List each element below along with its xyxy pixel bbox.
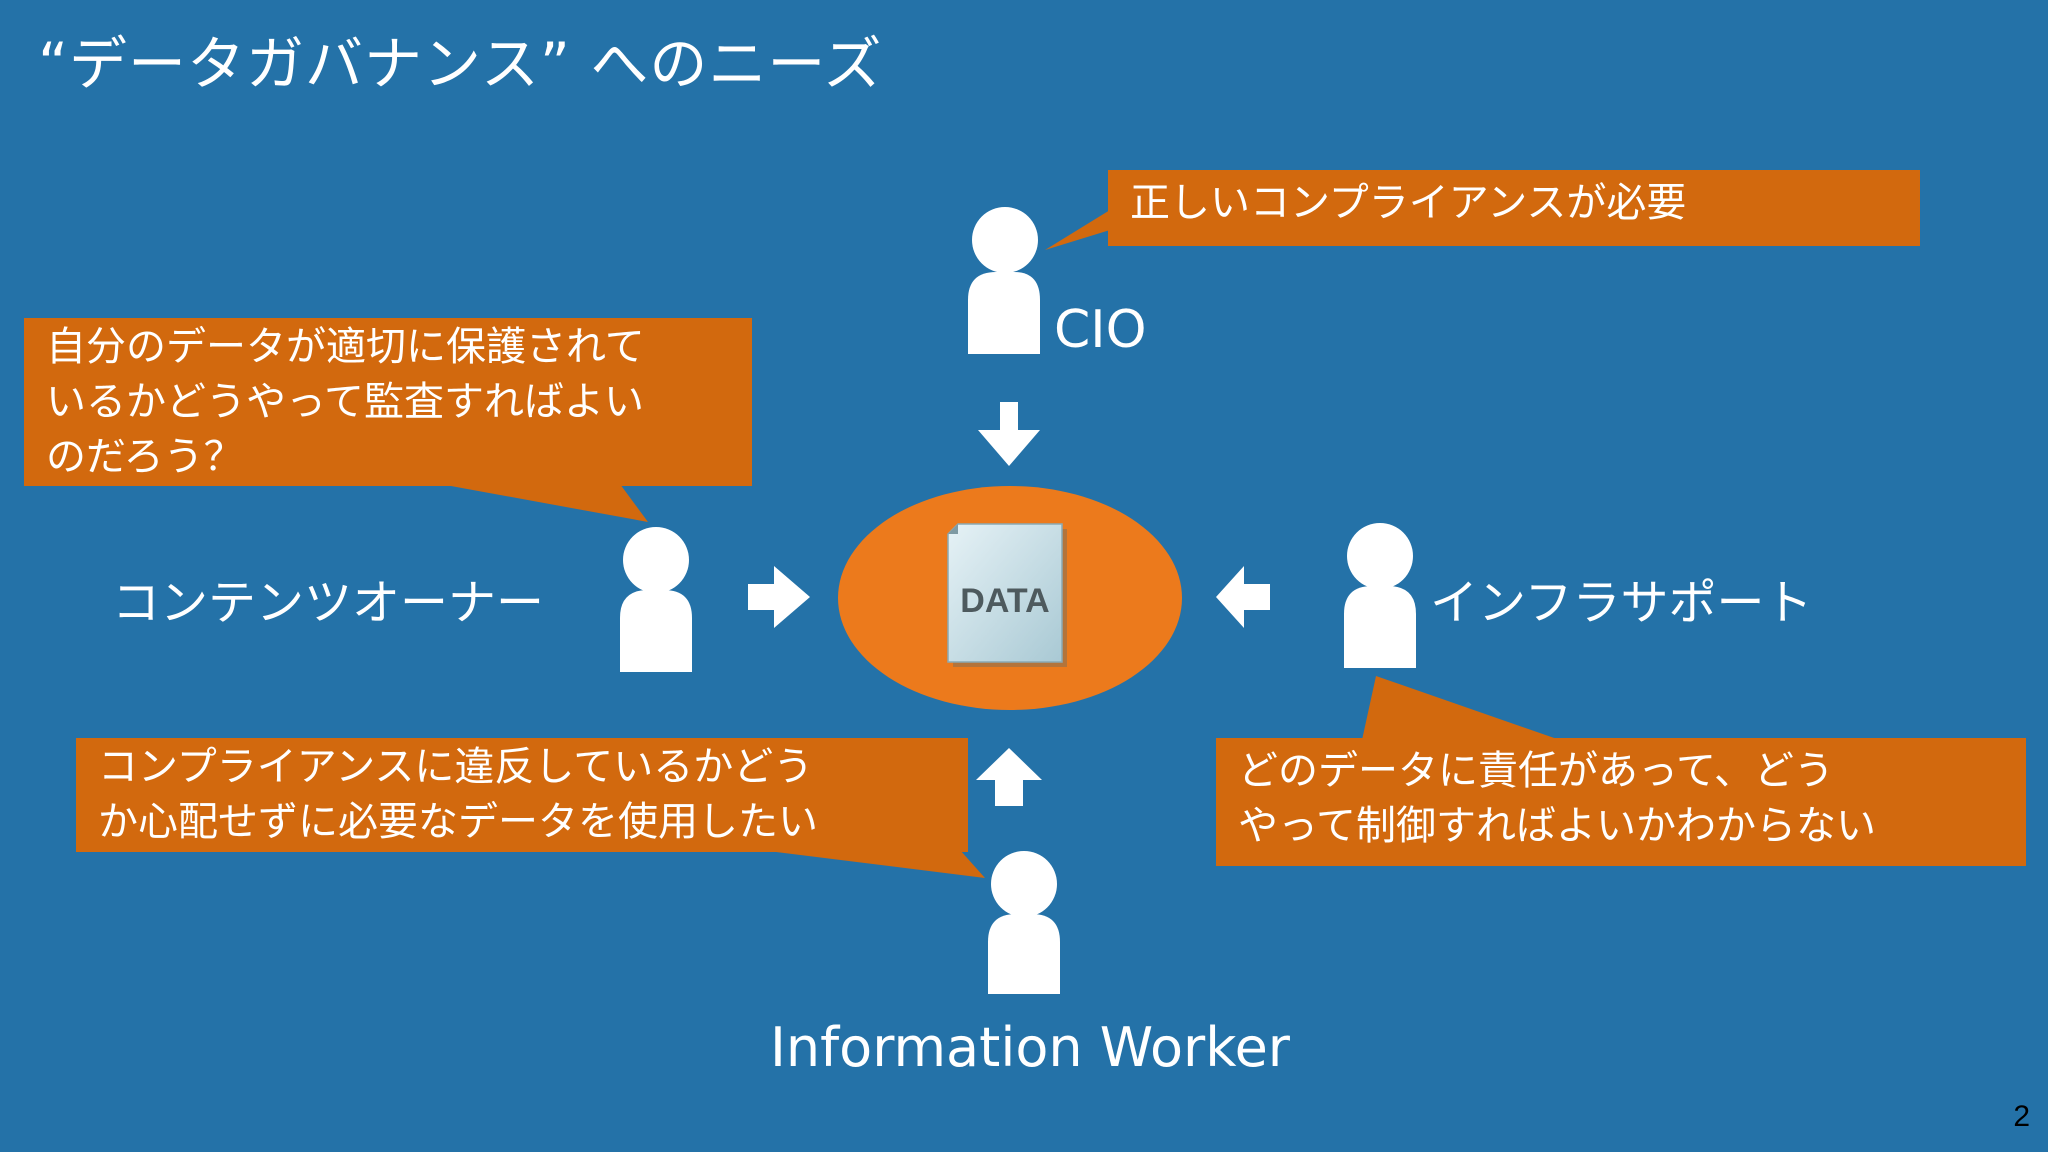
information-worker-callout-text: コンプライアンスに違反しているかどう か心配せずに必要なデータを使用したい: [98, 744, 818, 845]
document-icon: DATA: [947, 523, 1067, 667]
arrow-icon-from-information-worker: [976, 748, 1042, 806]
slide-title: “データガバナンス” へのニーズ: [38, 30, 883, 98]
arrow-icon-from-infra-support: [1216, 566, 1270, 628]
page-number: 2: [2013, 1100, 2030, 1133]
cio-callout-text: 正しいコンプライアンスが必要: [1130, 180, 1687, 226]
content-owner-callout-tail: [440, 484, 648, 522]
information-worker-callout: コンプライアンスに違反しているかどう か心配せずに必要なデータを使用したい: [76, 738, 968, 852]
infra-support-label: インフラサポート: [1430, 575, 1813, 631]
arrow-icon-from-cio: [978, 402, 1040, 466]
infra-support-callout: どのデータに責任があって、どう やって制御すればよいかわからない: [1216, 738, 2026, 866]
content-owner-callout-text: 自分のデータが適切に保護されて いるかどうやって監査すればよい のだろう？: [46, 324, 645, 480]
content-owner-label: コンテンツオーナー: [112, 575, 545, 631]
person-icon-information-worker: [988, 851, 1060, 994]
person-icon-infra-support: [1344, 523, 1416, 668]
person-icon-cio: [968, 207, 1040, 354]
information-worker-label: Information Worker: [770, 1016, 1290, 1079]
information-worker-callout-tail: [760, 850, 985, 878]
arrow-icon-from-content-owner: [748, 566, 810, 628]
infra-support-callout-text: どのデータに責任があって、どう やって制御すればよいかわからない: [1238, 748, 1876, 849]
cio-callout: 正しいコンプライアンスが必要: [1108, 170, 1920, 246]
cio-callout-tail: [1045, 210, 1110, 250]
person-icon-content-owner: [620, 527, 692, 672]
content-owner-callout: 自分のデータが適切に保護されて いるかどうやって監査すればよい のだろう？: [24, 318, 752, 486]
infra-callout-tail: [1362, 676, 1560, 740]
data-document-label: DATA: [960, 582, 1049, 620]
cio-label: CIO: [1054, 300, 1147, 360]
